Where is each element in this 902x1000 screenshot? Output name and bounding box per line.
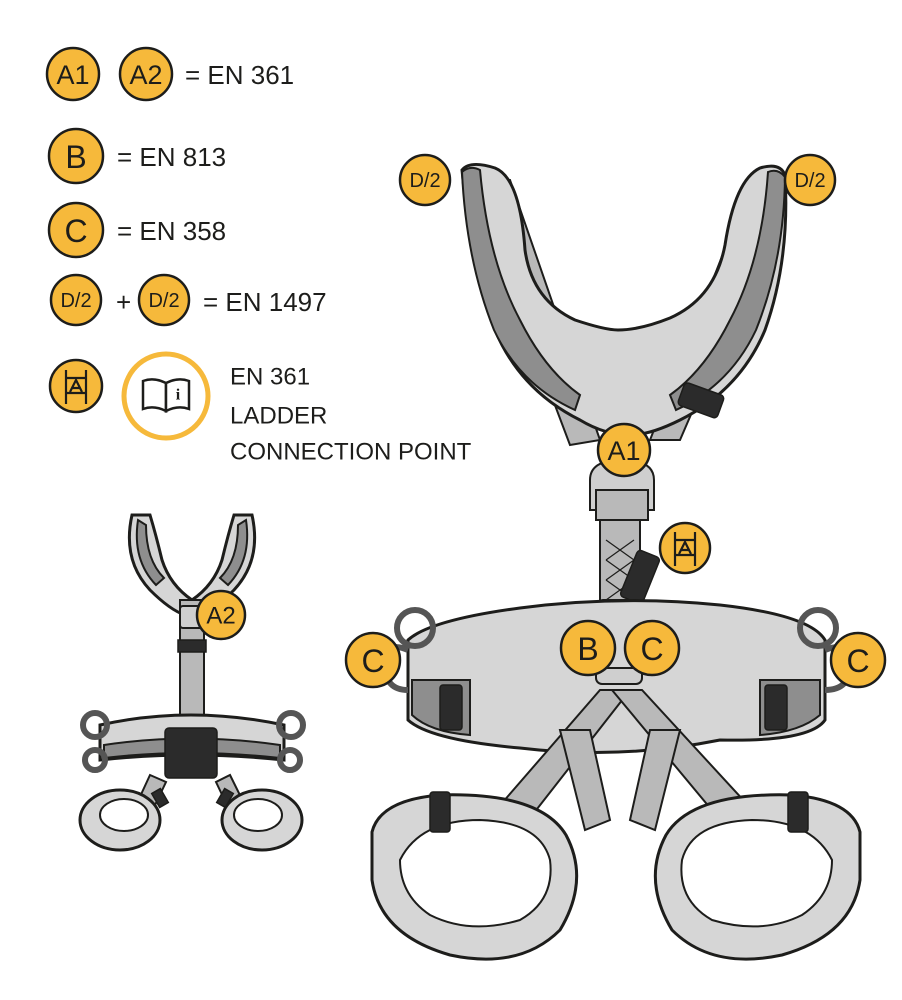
- ladder-line1: EN 361: [230, 364, 310, 391]
- badge-c: C: [47, 201, 105, 259]
- badge-b-label: B: [65, 139, 86, 175]
- legend-en813-text: = EN 813: [117, 142, 226, 172]
- legend-row-en1497: D/2 + D/2 = EN 1497: [49, 273, 327, 327]
- callout-b: B: [559, 619, 617, 677]
- legend-row-en361: A1 A2 = EN 361: [45, 46, 294, 102]
- callout-d2-left-label: D/2: [409, 170, 440, 192]
- badge-a1: A1: [45, 46, 101, 102]
- callout-a2: A2: [195, 589, 247, 641]
- ladder-icon: [48, 358, 104, 414]
- callout-c-center: C: [623, 619, 681, 677]
- manual-info-icon: i: [121, 351, 211, 441]
- callout-c-right: C: [829, 631, 887, 689]
- badge-d2-second-label: D/2: [148, 290, 179, 312]
- legend-en358-text: = EN 358: [117, 216, 226, 246]
- badge-d2-first-label: D/2: [60, 290, 91, 312]
- badge-c-label: C: [64, 213, 87, 249]
- callout-c-left-label: C: [361, 643, 384, 679]
- legend-plus-sign: +: [116, 287, 131, 317]
- callout-d2-left: D/2: [398, 153, 452, 207]
- ladder-line2: LADDER: [230, 403, 327, 430]
- badge-b: B: [47, 127, 105, 185]
- large-harness: D/2 D/2 A1 B C: [344, 153, 887, 961]
- callout-c-right-label: C: [846, 643, 869, 679]
- badge-a1-label: A1: [56, 60, 89, 90]
- callout-a1: A1: [596, 422, 652, 478]
- callout-c-center-label: C: [640, 631, 663, 667]
- ladder-line3: CONNECTION POINT: [230, 439, 472, 466]
- small-harness: A2: [78, 513, 306, 852]
- badge-a2: A2: [118, 46, 174, 102]
- callout-ladder-icon: [658, 521, 712, 575]
- callout-a2-label: A2: [206, 603, 235, 630]
- callout-a1-label: A1: [607, 436, 640, 466]
- callout-d2-right: D/2: [783, 153, 837, 207]
- callout-c-left: C: [344, 631, 402, 689]
- legend: A1 A2 = EN 361 B = EN 813 C = EN 358: [45, 46, 472, 466]
- legend-en361-text: = EN 361: [185, 60, 294, 90]
- legend-en1497-text: = EN 1497: [203, 287, 327, 317]
- badge-d2-first: D/2: [49, 273, 103, 327]
- badge-d2-second: D/2: [137, 273, 191, 327]
- legend-row-en358: C = EN 358: [47, 201, 226, 259]
- badge-a2-label: A2: [129, 60, 162, 90]
- svg-text:i: i: [176, 387, 181, 404]
- callout-d2-right-label: D/2: [794, 170, 825, 192]
- legend-row-ladder: i EN 361 LADDER CONNECTION POINT: [48, 351, 472, 466]
- callout-b-label: B: [577, 631, 598, 667]
- legend-row-en813: B = EN 813: [47, 127, 226, 185]
